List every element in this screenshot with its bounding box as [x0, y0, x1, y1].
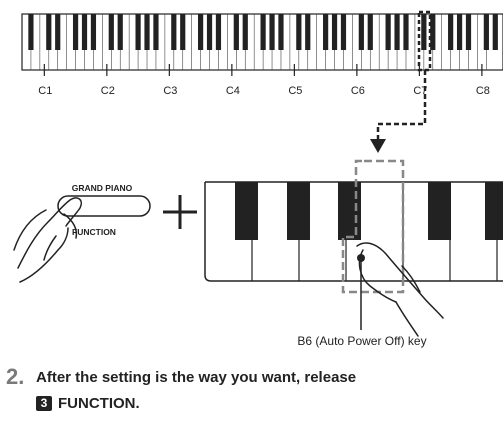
- octave-label: C2: [101, 85, 115, 97]
- octave-label: C4: [226, 85, 240, 97]
- mini-black-key: [171, 14, 177, 50]
- mini-black-key: [430, 14, 436, 50]
- mini-black-key: [135, 14, 141, 50]
- mini-black-key: [260, 14, 266, 50]
- mini-black-key: [81, 14, 88, 50]
- mini-black-key: [448, 14, 454, 50]
- octave-label: C5: [288, 85, 302, 97]
- button-label-top: GRAND PIANO: [72, 183, 133, 193]
- black-key: [428, 182, 451, 240]
- mini-black-key: [180, 14, 186, 50]
- mini-black-key: [305, 14, 311, 50]
- mini-black-key: [108, 14, 114, 50]
- step-text: After the setting is the way you want, r…: [36, 369, 357, 386]
- step-end-punct: .: [135, 395, 140, 412]
- octave-label: C8: [476, 85, 490, 97]
- mini-black-key: [55, 14, 61, 50]
- mini-black-key: [403, 14, 409, 50]
- button-number-badge: 3: [36, 396, 52, 411]
- mini-black-key: [456, 14, 463, 50]
- mini-black-key: [367, 14, 373, 50]
- hand-pressing-button-icon: [13, 197, 82, 283]
- mini-black-key: [394, 14, 400, 50]
- mini-black-key: [278, 14, 284, 50]
- button-name: FUNCTION: [58, 395, 136, 412]
- plus-sign: [163, 195, 197, 229]
- zoomed-keyboard: [204, 181, 503, 282]
- mini-black-key: [117, 14, 123, 50]
- mini-black-key: [144, 14, 150, 50]
- mini-black-key: [72, 14, 79, 50]
- mini-black-key: [358, 14, 364, 50]
- callout-leader: [357, 254, 365, 330]
- mini-black-key: [46, 14, 52, 50]
- overview-keyboard: [21, 13, 503, 71]
- mini-black-key: [242, 14, 248, 50]
- step-button-ref: 3 FUNCTION.: [36, 395, 140, 412]
- black-key: [235, 182, 258, 240]
- black-key: [485, 182, 503, 240]
- black-key: [287, 182, 310, 240]
- highlighted-b6-key: [341, 159, 405, 294]
- octave-label: C3: [163, 85, 177, 97]
- black-key: [338, 182, 361, 240]
- mini-black-key: [296, 14, 302, 50]
- mini-black-key: [465, 14, 472, 50]
- mini-black-key: [90, 14, 97, 50]
- button-label-bottom: FUNCTION: [72, 227, 116, 237]
- mini-black-key: [215, 14, 222, 50]
- pointer-arrow: [370, 10, 432, 153]
- mini-black-key: [28, 14, 34, 50]
- mini-black-key: [206, 14, 213, 50]
- mini-black-key: [340, 14, 347, 50]
- mini-black-key: [323, 14, 329, 50]
- octave-label: C6: [351, 85, 365, 97]
- mini-black-key: [483, 14, 489, 50]
- mini-black-key: [269, 14, 275, 50]
- mini-black-key: [492, 14, 498, 50]
- mini-black-key: [198, 14, 204, 50]
- mini-black-key: [385, 14, 391, 50]
- octave-label: C1: [38, 85, 52, 97]
- mini-black-key: [421, 14, 427, 50]
- mini-black-key: [331, 14, 338, 50]
- callout-key-label: B6 (Auto Power Off) key: [297, 334, 426, 348]
- step-number: 2.: [6, 364, 25, 389]
- hand-pressing-key-icon: [356, 242, 444, 337]
- mini-black-key: [153, 14, 159, 50]
- mini-black-key: [233, 14, 239, 50]
